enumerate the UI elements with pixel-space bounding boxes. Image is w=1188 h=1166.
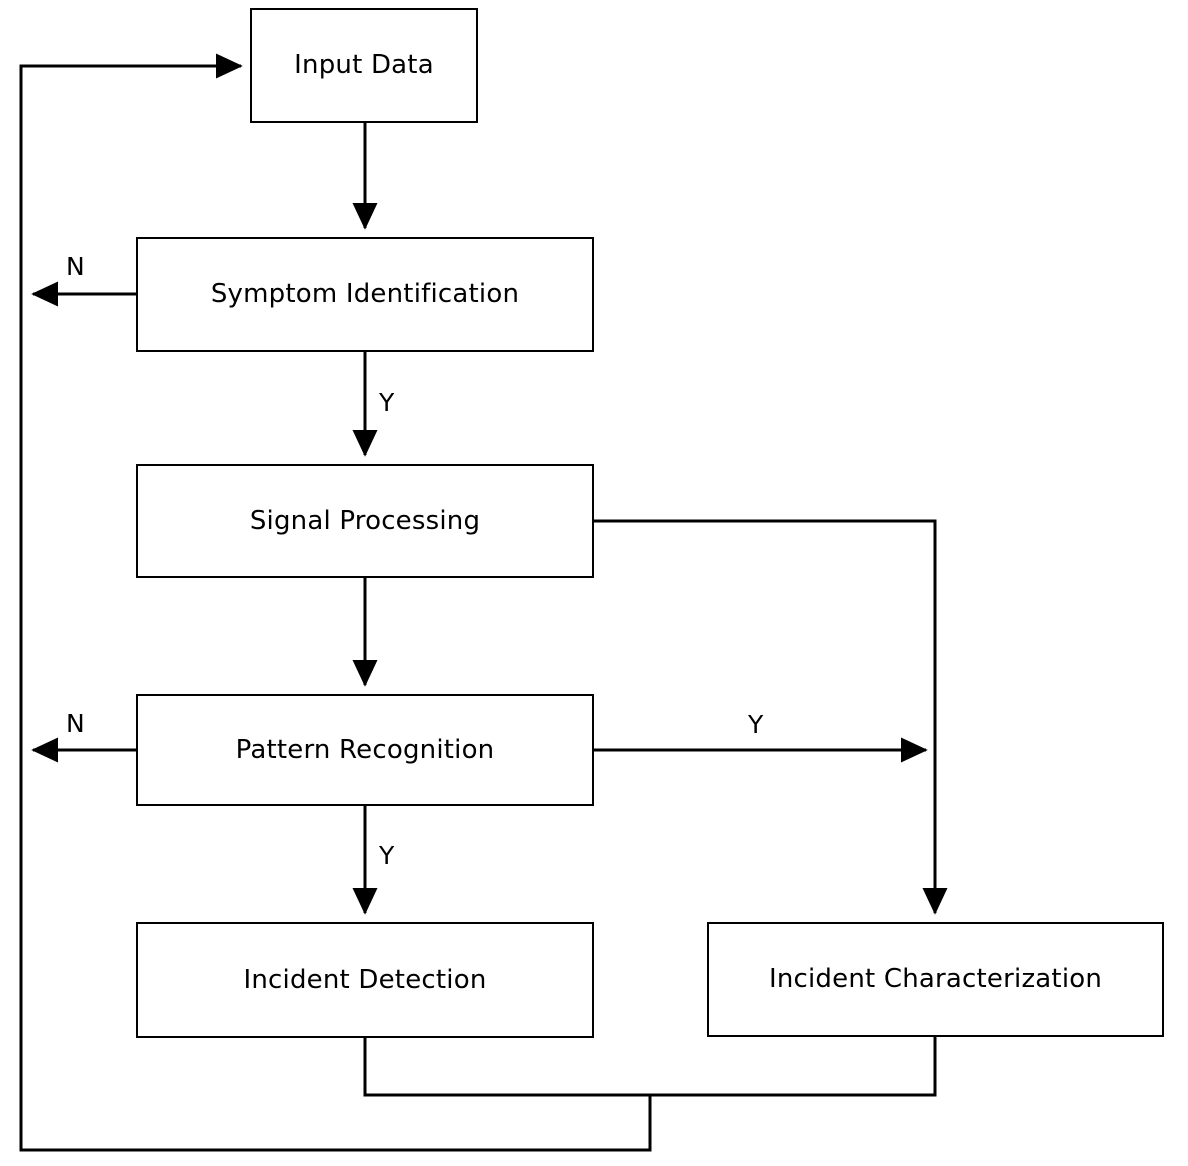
- edge-label-y-symptom: Y: [379, 388, 395, 417]
- node-input-data[interactable]: Input Data: [250, 8, 478, 123]
- connector-detection-to-bus: [363, 1038, 650, 1097]
- edge-label-y-pattern: Y: [379, 841, 395, 870]
- connector-characterization-to-bus: [650, 1037, 937, 1097]
- node-signal-processing[interactable]: Signal Processing: [136, 464, 594, 578]
- edge-label-y-right: Y: [748, 710, 764, 739]
- node-incident-characterization[interactable]: Incident Characterization: [707, 922, 1164, 1037]
- node-label-pattern-recognition: Pattern Recognition: [235, 734, 495, 765]
- edge-label-n-pattern: N: [66, 709, 85, 738]
- node-symptom-identification[interactable]: Symptom Identification: [136, 237, 594, 352]
- node-pattern-recognition[interactable]: Pattern Recognition: [136, 694, 594, 806]
- node-label-input-data: Input Data: [294, 50, 434, 81]
- node-label-incident-detection: Incident Detection: [243, 964, 487, 995]
- edge-label-n-symptom: N: [66, 252, 85, 281]
- connector-signal-to-characterization: [594, 519, 948, 915]
- connector-feedback-to-input: [19, 53, 652, 1152]
- node-label-incident-characterization: Incident Characterization: [768, 964, 1103, 995]
- node-label-signal-processing: Signal Processing: [249, 505, 481, 536]
- node-label-symptom-identification: Symptom Identification: [210, 279, 520, 310]
- node-incident-detection[interactable]: Incident Detection: [136, 922, 594, 1038]
